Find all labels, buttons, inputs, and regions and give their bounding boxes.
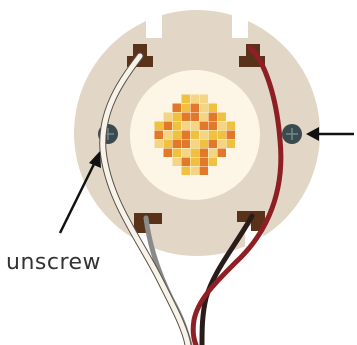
led-chip — [154, 121, 163, 130]
led-chip — [208, 121, 217, 130]
led-chip — [199, 94, 208, 103]
top-notch-right — [232, 6, 248, 38]
led-chip — [226, 139, 235, 148]
led-chip — [208, 157, 217, 166]
led-chip — [172, 148, 181, 157]
right-arrow — [306, 127, 354, 141]
top-notch-left — [146, 6, 162, 38]
led-chip — [190, 166, 199, 175]
led-chip — [181, 94, 190, 103]
led-chip — [190, 94, 199, 103]
led-chip — [172, 130, 181, 139]
led-chip — [181, 157, 190, 166]
led-chip — [208, 148, 217, 157]
led-chip — [199, 103, 208, 112]
led-chip — [181, 103, 190, 112]
left-arrow — [58, 151, 101, 234]
led-chip — [190, 121, 199, 130]
led-chip — [199, 148, 208, 157]
led-chip — [217, 139, 226, 148]
led-chip — [199, 112, 208, 121]
led-chip — [190, 148, 199, 157]
led-chip — [172, 139, 181, 148]
led-chip — [217, 112, 226, 121]
led-chip-grid — [154, 94, 235, 175]
led-chip — [181, 139, 190, 148]
led-chip — [208, 130, 217, 139]
led-chip — [154, 139, 163, 148]
led-chip — [199, 130, 208, 139]
led-chip — [217, 121, 226, 130]
led-chip — [163, 139, 172, 148]
led-chip — [172, 112, 181, 121]
led-chip — [217, 130, 226, 139]
led-chip — [172, 103, 181, 112]
led-chip — [190, 112, 199, 121]
unscrew-label: unscrew — [6, 250, 101, 275]
led-chip — [190, 139, 199, 148]
led-chip — [163, 148, 172, 157]
white-wire — [100, 53, 191, 345]
led-chip — [208, 139, 217, 148]
red-wire — [190, 45, 284, 345]
led-chip — [226, 121, 235, 130]
led-chip — [181, 121, 190, 130]
led-chip — [190, 130, 199, 139]
led-chip — [190, 157, 199, 166]
led-chip — [217, 148, 226, 157]
led-chip — [181, 112, 190, 121]
led-chip — [181, 166, 190, 175]
led-chip — [226, 130, 235, 139]
led-chip — [172, 157, 181, 166]
led-chip — [181, 130, 190, 139]
led-chip — [199, 166, 208, 175]
led-chip — [154, 130, 163, 139]
screw-right — [282, 124, 302, 144]
led-chip — [208, 112, 217, 121]
led-chip — [199, 139, 208, 148]
led-chip — [163, 130, 172, 139]
led-chip — [199, 121, 208, 130]
led-chip — [199, 157, 208, 166]
led-chip — [208, 103, 217, 112]
led-chip — [190, 103, 199, 112]
led-chip — [163, 121, 172, 130]
led-chip — [172, 121, 181, 130]
led-chip — [163, 112, 172, 121]
led-chip — [181, 148, 190, 157]
